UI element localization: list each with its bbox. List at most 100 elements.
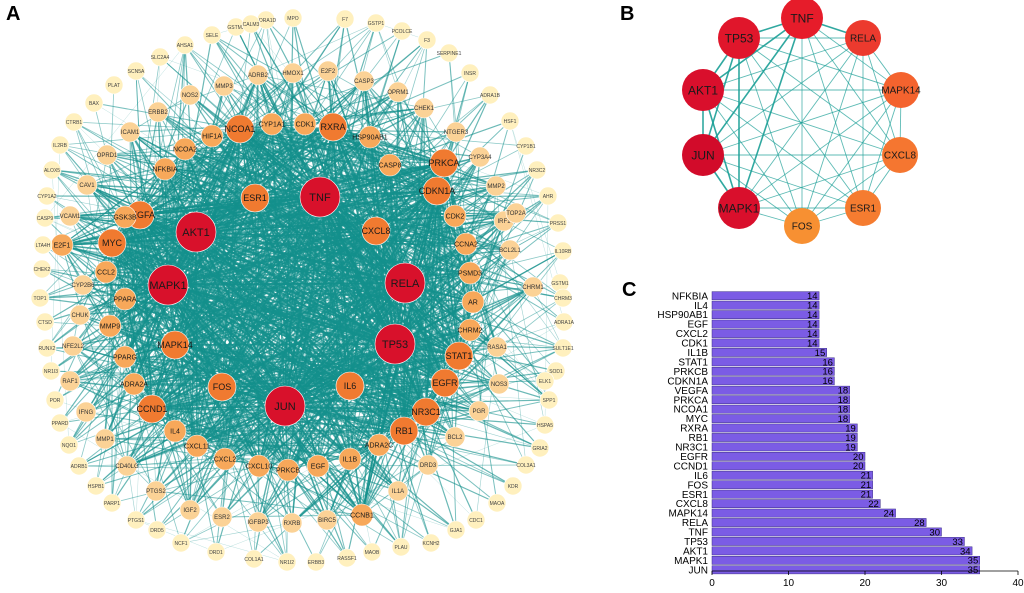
network-a-node-label: ESR2 bbox=[214, 515, 230, 521]
network-a-node-label: NR3C2 bbox=[529, 168, 546, 174]
network-a-node-circle bbox=[316, 509, 338, 531]
network-a-edge bbox=[105, 123, 273, 273]
network-a-node-nqo1: NQO1 bbox=[59, 435, 79, 455]
network-a-edge bbox=[44, 217, 546, 426]
network-a-node-label: CYP1A1 bbox=[259, 121, 286, 128]
network-a-node-circle bbox=[338, 447, 362, 471]
network-a-node-parp1: PARP1 bbox=[102, 493, 122, 513]
network-a-node-circle bbox=[367, 433, 391, 457]
network-a-edge bbox=[124, 216, 456, 438]
network-a-node-gria2: GRIA2 bbox=[530, 438, 550, 458]
network-a-node-chrm2: CHRM2 bbox=[458, 318, 483, 342]
network-a-node-egf: EGF bbox=[306, 454, 330, 478]
network-a-node-label: OPRD1 bbox=[97, 153, 118, 159]
network-a-node-circle bbox=[353, 70, 375, 92]
network-a-node-circle bbox=[306, 552, 326, 572]
network-a-node-circle bbox=[126, 510, 146, 530]
bar-value-label: 14 bbox=[807, 329, 818, 340]
network-b-edge bbox=[738, 17, 803, 209]
network-a-edge bbox=[224, 286, 534, 460]
network-a-node-label: CXCL2 bbox=[214, 456, 237, 463]
network-a-node-por: POR bbox=[45, 390, 65, 410]
network-a-node-circle bbox=[391, 537, 411, 557]
network-a-node-label: IL4 bbox=[170, 428, 180, 435]
network-a-node-label: ERBB2 bbox=[148, 110, 168, 116]
network-a-node-label: NR3C1 bbox=[411, 407, 441, 417]
network-a-edge bbox=[104, 91, 399, 440]
bar-myc bbox=[711, 414, 850, 423]
network-a-node-label: IL6 bbox=[344, 381, 357, 391]
network-a-node-circle bbox=[516, 136, 536, 156]
network-a-node-ccnd1: CCND1 bbox=[136, 394, 168, 424]
network-a-node-label: AHR bbox=[543, 194, 554, 200]
network-a-edge bbox=[86, 126, 334, 186]
network-a-node-circle bbox=[150, 47, 170, 67]
network-a-node-circle bbox=[458, 318, 482, 342]
network-a-node-f7: F7 bbox=[335, 9, 355, 29]
network-b-node-label: MAPK1 bbox=[719, 201, 760, 215]
network-a-node-gsk3b: GSK3B bbox=[113, 205, 137, 229]
network-a-node-circle bbox=[113, 345, 137, 369]
network-a-edge bbox=[375, 22, 471, 274]
network-a-node-chek2: CHEK2 bbox=[32, 259, 52, 279]
network-b-edge bbox=[738, 37, 864, 209]
network-a-node-chrm3: CHRM3 bbox=[553, 288, 573, 308]
network-b-node-esr1: ESR1 bbox=[845, 190, 881, 226]
network-a-node-label: CHUK bbox=[71, 313, 88, 319]
network-a-node-adrb2: ADRB2 bbox=[247, 64, 269, 86]
network-a-node-label: PRKCB bbox=[276, 467, 300, 474]
network-a-node-circle bbox=[247, 454, 271, 478]
network-a-node-label: MMP9 bbox=[100, 323, 120, 330]
network-a-edge bbox=[196, 23, 252, 447]
network-a-node-mapk1: MAPK1 bbox=[147, 264, 189, 306]
network-a-edge bbox=[85, 301, 474, 413]
network-a-edge bbox=[189, 72, 294, 511]
network-b-edge bbox=[801, 17, 901, 156]
network-a-node-rxra: RXRA bbox=[318, 112, 348, 142]
panel-label-b: B bbox=[620, 3, 634, 25]
network-a-edge bbox=[86, 184, 399, 492]
network-a-node-label: POR bbox=[50, 398, 61, 404]
network-a-node-label: CXCL11 bbox=[184, 443, 210, 450]
network-a-node-adra1a: ADRA1A bbox=[554, 312, 575, 332]
network-a-node-circle bbox=[264, 385, 306, 427]
network-a-node-label: PRKCA bbox=[428, 158, 459, 168]
network-a-node-stat1: STAT1 bbox=[444, 341, 474, 371]
bar-value-label: 20 bbox=[853, 461, 864, 472]
network-a-edge bbox=[72, 345, 328, 521]
network-a-node-label: IL2RB bbox=[53, 143, 68, 149]
network-a-node-circle bbox=[466, 510, 486, 530]
bar-stat1 bbox=[711, 357, 835, 367]
network-a-node-label: DRD5 bbox=[150, 528, 164, 534]
network-a-edge bbox=[315, 215, 456, 563]
bar-value-label: 19 bbox=[845, 442, 856, 453]
network-a-node-circle bbox=[175, 35, 195, 55]
network-b-edge bbox=[801, 89, 902, 227]
network-a-edge bbox=[174, 411, 427, 432]
network-a-node-circle bbox=[439, 43, 459, 63]
network-a-node-circle bbox=[247, 511, 269, 533]
network-a-node-circle bbox=[429, 148, 459, 178]
bar-category-label: HSP90AB1 bbox=[657, 310, 708, 321]
network-a-node-icam1: ICAM1 bbox=[119, 121, 141, 143]
network-a-node-label: STAT1 bbox=[446, 351, 473, 361]
network-a-node-label: CASP9 bbox=[37, 216, 54, 222]
network-a-edge bbox=[257, 74, 438, 192]
bar-il6 bbox=[711, 470, 873, 480]
network-b-node-circle bbox=[682, 134, 724, 176]
network-a-node-kdr: KDR bbox=[503, 476, 523, 496]
network-a-node-sult1e1: SULT1E1 bbox=[552, 338, 574, 358]
network-a-node-circle bbox=[421, 533, 441, 553]
network-a-node-label: CASP3 bbox=[354, 79, 374, 85]
network-a-node-label: PLAT bbox=[108, 83, 120, 89]
network-a-node-label: NOS3 bbox=[491, 382, 508, 388]
bar-ccnd1 bbox=[711, 461, 866, 471]
network-a-node-circle bbox=[444, 426, 466, 448]
network-a-node-circle bbox=[443, 204, 467, 228]
network-a-node-cyp1b1: CYP1B1 bbox=[516, 136, 536, 156]
network-a-node-cyp1a1: CYP1A1 bbox=[259, 112, 286, 136]
network-a-node-il10rb: IL10RB bbox=[553, 241, 573, 261]
network-a-edge bbox=[239, 128, 480, 412]
network-a-node-top2a: TOP2A bbox=[505, 202, 527, 224]
bar-category-label: NFKBIA bbox=[672, 291, 708, 302]
